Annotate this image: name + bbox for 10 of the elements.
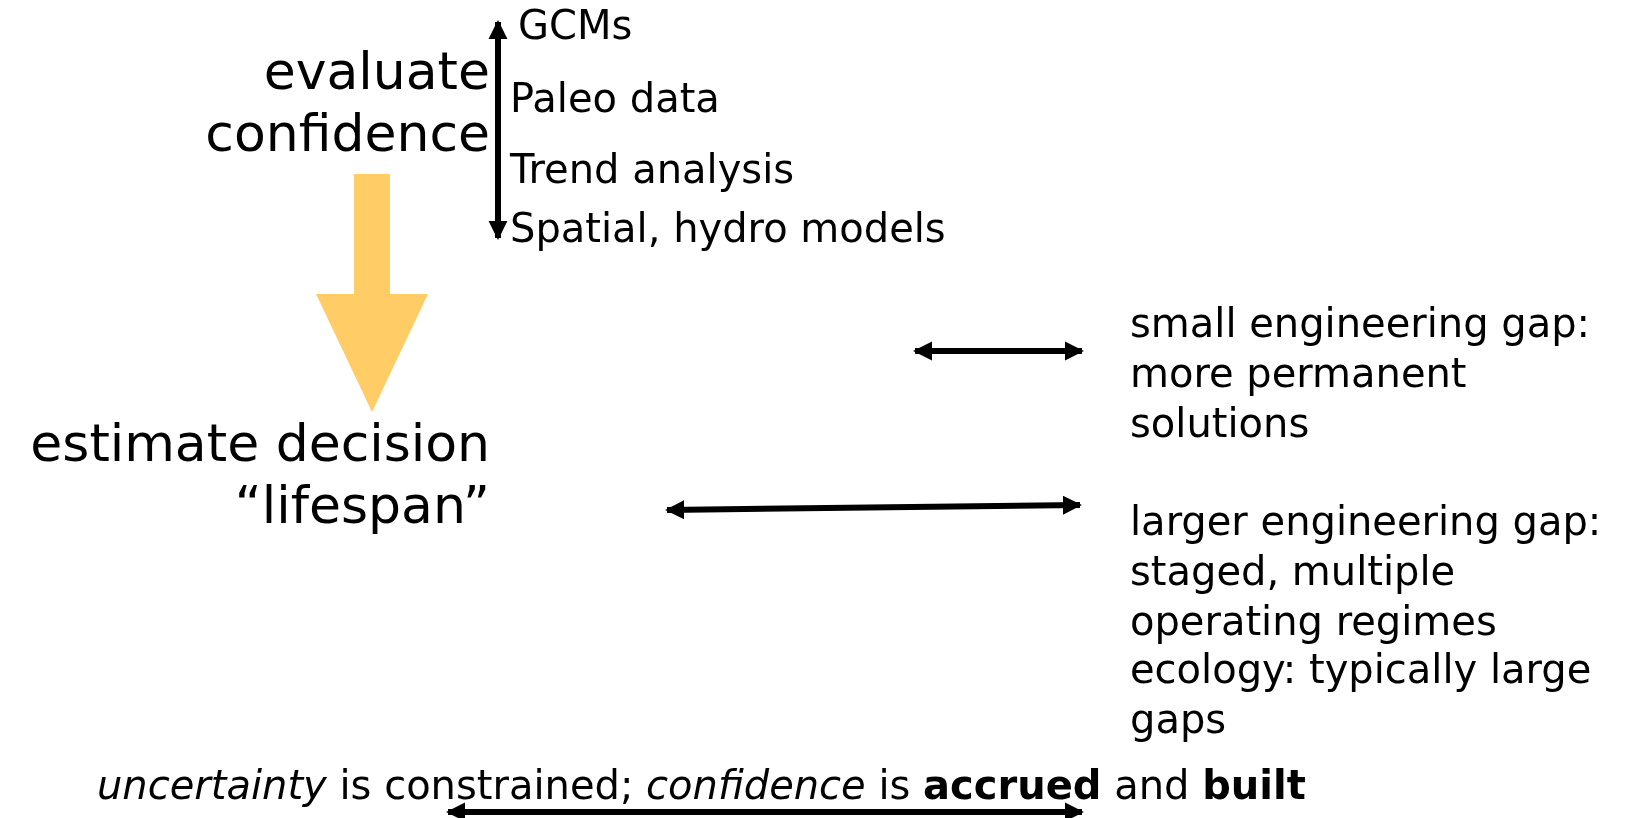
gap-note: ecology: typically large gaps: [1130, 645, 1593, 744]
method-label: Spatial, hydro models: [510, 204, 946, 253]
method-label: Trend analysis: [510, 145, 795, 194]
gap-note: small engineering gap: more permanent solutions: [1130, 299, 1592, 448]
method-label: Paleo data: [510, 74, 720, 123]
block-arrow: [316, 174, 428, 412]
step-text: evaluate confidence: [100, 40, 490, 165]
step-text: estimate decision “lifespan”: [0, 412, 490, 537]
method-label: GCMs: [518, 1, 633, 50]
summary-sentence: uncertainty is constrained; confidence is accrued and built: [97, 761, 1306, 810]
